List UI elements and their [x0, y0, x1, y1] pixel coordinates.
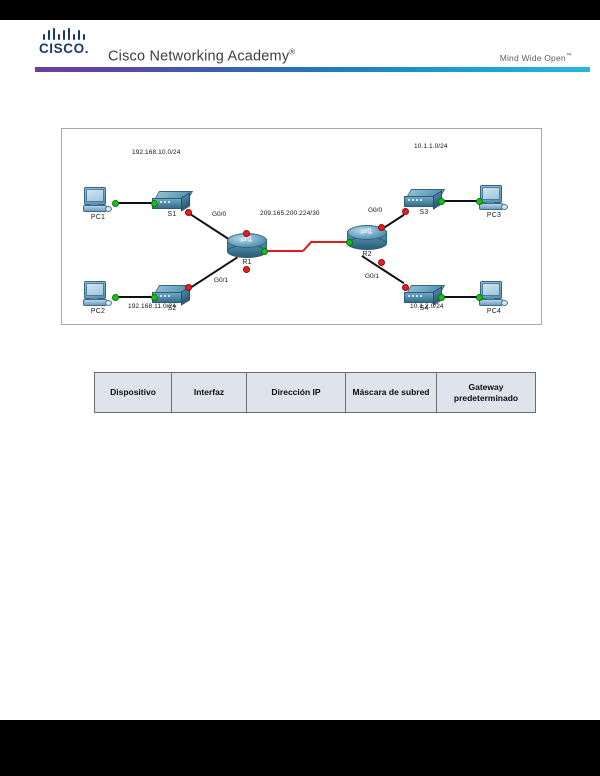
device-label-pc4: PC4	[486, 308, 502, 315]
port-pc2-up	[112, 294, 119, 301]
router-icon: ⇄⇅	[347, 225, 387, 250]
device-s3[interactable]: S3	[404, 189, 446, 221]
port-r1-g0-0	[243, 230, 250, 237]
pc-icon	[478, 281, 508, 307]
header-accent-bar	[35, 67, 590, 72]
port-s1-up	[151, 200, 158, 207]
link-s4-pc4	[440, 296, 480, 298]
if-label-r2-g0-0: G0/0	[368, 207, 383, 214]
port-r1-g0-1	[243, 266, 250, 273]
device-label-s2: S2	[167, 305, 177, 312]
page-header: CISCO. Cisco Networking Academy® Mind Wi…	[0, 20, 600, 72]
pc-icon	[478, 185, 508, 211]
link-r1-r2-seg1	[263, 250, 303, 252]
table-header-row: Dispositivo Interfaz Dirección IP Máscar…	[94, 371, 536, 414]
column-header-dispositivo: Dispositivo	[94, 371, 172, 414]
net-label-192-168-10: 192.168.10.0/24	[132, 149, 181, 156]
addressing-table: Dispositivo Interfaz Dirección IP Máscar…	[94, 371, 536, 414]
port-s3-down	[402, 208, 409, 215]
network-topology-panel: 192.168.10.0/24 192.168.11.0/24 209.165.…	[61, 128, 542, 325]
cisco-logo: CISCO.	[32, 28, 96, 56]
net-label-10-1-2: 10.1.2.0/24	[410, 303, 444, 310]
port-s4-down	[402, 284, 409, 291]
port-pc1-up	[112, 200, 119, 207]
device-s4[interactable]: S4	[404, 285, 446, 317]
device-label-s3: S3	[419, 209, 429, 216]
port-s1-down	[185, 209, 192, 216]
device-pc2[interactable]: PC2	[82, 281, 114, 317]
port-s4-up	[438, 294, 445, 301]
link-pc2-s2	[114, 296, 154, 298]
link-s3-pc3	[440, 200, 480, 202]
device-label-r1: R1	[242, 259, 252, 266]
port-s2-up	[151, 294, 158, 301]
device-r2[interactable]: ⇄⇅ R2	[347, 225, 387, 261]
device-s1[interactable]: S1	[152, 191, 194, 223]
column-header-direccion-ip: Dirección IP	[246, 371, 346, 414]
device-label-pc2: PC2	[90, 308, 106, 315]
switch-icon	[152, 191, 194, 212]
pc-icon	[82, 187, 112, 213]
column-header-mascara-subred: Máscara de subred	[345, 371, 437, 414]
registered-mark: ®	[289, 47, 296, 57]
trademark-mark: ™	[565, 53, 572, 60]
column-header-interfaz: Interfaz	[171, 371, 247, 414]
cisco-wordmark-suffix: .	[84, 41, 90, 56]
brand-tagline-text: Mind Wide Open	[499, 53, 566, 63]
brand-tagline: Mind Wide Open™	[500, 53, 572, 63]
device-label-s4: S4	[419, 305, 429, 312]
net-label-209-165-200: 209.165.200.224/30	[260, 210, 320, 217]
switch-icon	[404, 189, 446, 210]
link-pc1-s1	[114, 202, 154, 204]
device-label-pc3: PC3	[486, 212, 502, 219]
page-title-text: Cisco Networking Academy	[108, 48, 290, 65]
switch-icon	[404, 285, 446, 306]
port-r2-g0-1	[378, 259, 385, 266]
column-header-gateway-predeterminado: Gateway predeterminado	[436, 371, 536, 414]
link-r1-r2-seg3	[311, 241, 351, 243]
device-pc1[interactable]: PC1	[82, 187, 114, 223]
net-label-10-1-1: 10.1.1.0/24	[414, 143, 448, 150]
cisco-bridge-icon	[32, 28, 96, 40]
device-pc3[interactable]: PC3	[478, 185, 510, 221]
port-r1-serial	[261, 248, 268, 255]
port-r2-g0-0	[378, 224, 385, 231]
document-page: CISCO. Cisco Networking Academy® Mind Wi…	[0, 20, 600, 720]
port-s2-down	[185, 284, 192, 291]
pc-icon	[82, 281, 112, 307]
device-label-s1: S1	[167, 211, 177, 218]
if-label-r2-g0-1: G0/1	[365, 273, 380, 280]
page-title: Cisco Networking Academy®	[108, 48, 295, 65]
device-label-r2: R2	[362, 251, 372, 258]
port-pc3-up	[476, 198, 483, 205]
cisco-wordmark: CISCO.	[32, 41, 96, 56]
net-label-192-168-11: 192.168.11.0/24	[128, 303, 177, 310]
device-pc4[interactable]: PC4	[478, 281, 510, 317]
cisco-wordmark-text: CISCO	[38, 41, 85, 56]
port-r2-serial	[346, 239, 353, 246]
device-label-pc1: PC1	[90, 214, 106, 221]
if-label-r1-g0-0: G0/0	[212, 211, 227, 218]
port-s3-up	[438, 198, 445, 205]
port-pc4-up	[476, 294, 483, 301]
if-label-r1-g0-1: G0/1	[214, 277, 229, 284]
